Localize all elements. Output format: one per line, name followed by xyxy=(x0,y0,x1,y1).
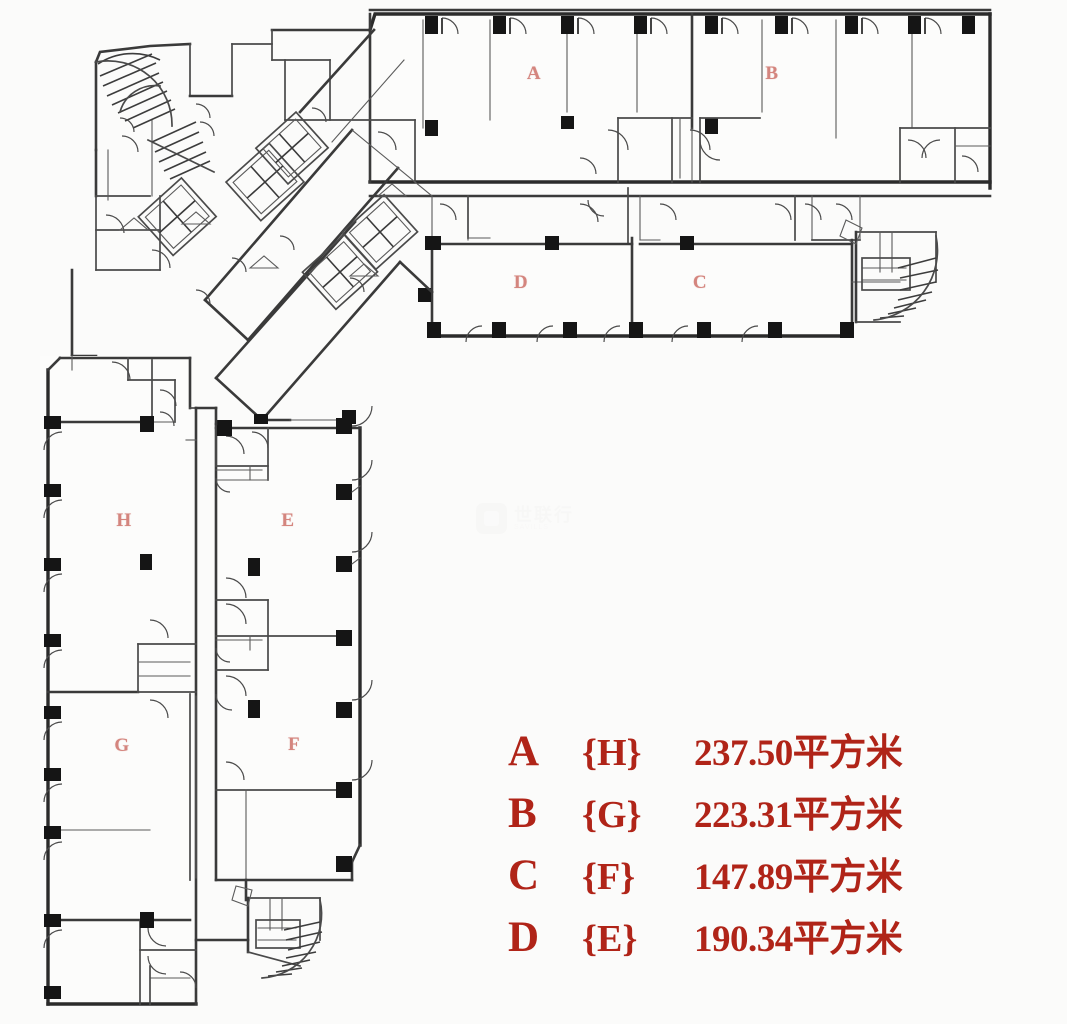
legend-right-code: {G} xyxy=(582,794,642,836)
top-left-core xyxy=(70,42,273,358)
north-corridor xyxy=(368,187,992,245)
area-legend: A {H} 237.50平方米 B {G} 223.31平方米 C {F} 14… xyxy=(508,722,1008,970)
room-label-e: E xyxy=(281,510,295,531)
legend-left-code: C xyxy=(508,852,540,899)
watermark: 世联行 SAVILLS xyxy=(476,503,574,534)
room-label-b: B xyxy=(765,63,779,84)
room-label-f: F xyxy=(287,734,301,755)
room-label-h: H xyxy=(116,510,132,531)
legend-right-code: {E} xyxy=(582,918,638,960)
stair-top-left xyxy=(95,52,176,129)
legend-right-code: {H} xyxy=(582,732,642,774)
watermark-subtext: SAVILLS xyxy=(514,524,549,532)
legend-area: 237.50平方米 xyxy=(694,733,903,774)
elevator-3 xyxy=(254,110,330,186)
legend-row: D {E} 190.34平方米 xyxy=(508,908,1008,970)
north-wing-a-b xyxy=(270,8,992,190)
elevator-4 xyxy=(301,233,379,311)
elevator-5 xyxy=(341,193,419,271)
stair-right xyxy=(839,219,939,324)
room-label-a: A xyxy=(526,63,542,84)
east-wing-e-f xyxy=(214,405,373,882)
room-label-g: G xyxy=(114,735,130,756)
column xyxy=(425,16,438,34)
stair-bottom xyxy=(194,878,323,979)
elevator-2 xyxy=(224,142,306,222)
room-label-d: D xyxy=(513,272,529,293)
room-label-c: C xyxy=(692,272,708,293)
legend-area: 223.31平方米 xyxy=(694,795,903,836)
watermark-text: 世联行 xyxy=(514,504,574,525)
legend-row: A {H} 237.50平方米 xyxy=(508,722,1008,784)
west-wing-h-g xyxy=(40,356,198,1006)
legend-row: C {F} 147.89平方米 xyxy=(508,846,1008,908)
rooms-d-c xyxy=(427,236,901,343)
legend-left-code: D xyxy=(508,914,540,961)
legend-row: B {G} 223.31平方米 xyxy=(508,784,1008,846)
legend-left-code: B xyxy=(508,790,537,837)
elevator-1 xyxy=(137,176,218,257)
legend-area: 147.89平方米 xyxy=(694,857,903,898)
misc-connectors xyxy=(71,355,218,881)
watermark-logo-icon xyxy=(476,503,507,534)
legend-left-code: A xyxy=(508,728,540,775)
legend-right-code: {F} xyxy=(582,856,636,898)
diagonal-core xyxy=(118,28,439,430)
legend-area: 190.34平方米 xyxy=(694,919,903,960)
